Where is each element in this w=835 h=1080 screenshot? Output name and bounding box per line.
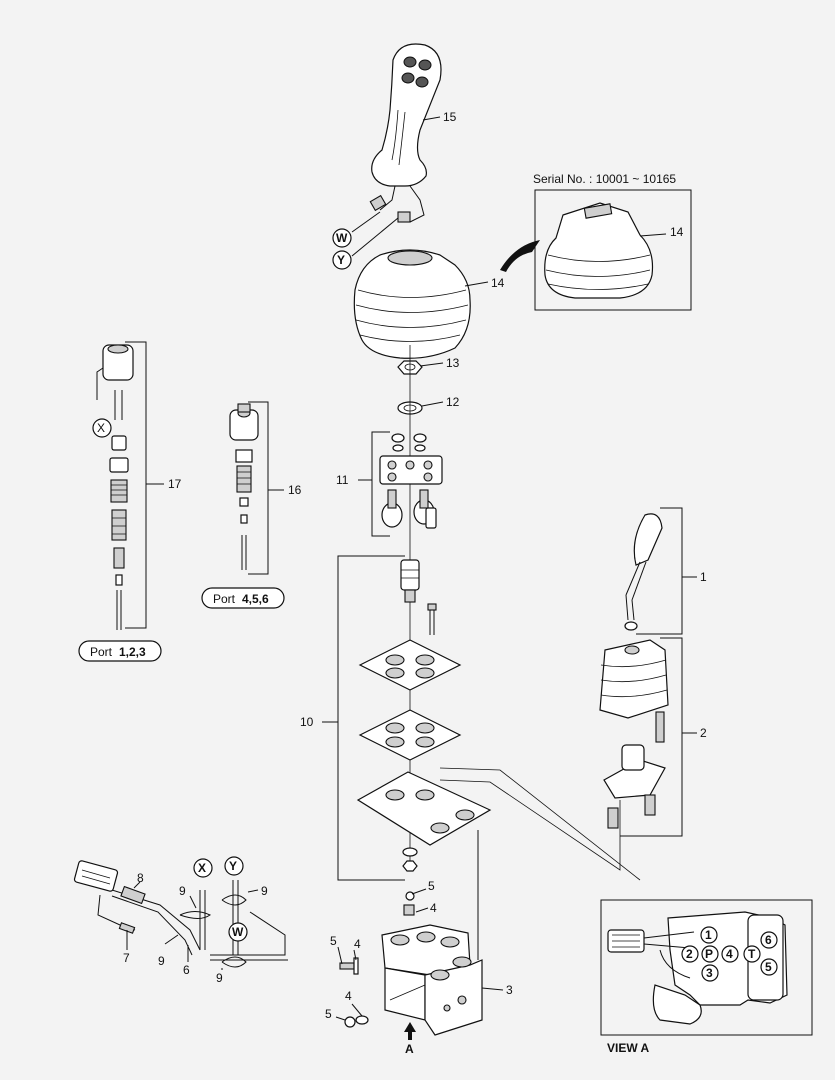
bolt-side bbox=[339, 957, 359, 975]
svg-text:W: W bbox=[336, 231, 348, 245]
callout-9-b: 9 bbox=[158, 954, 165, 968]
svg-text:Y: Y bbox=[229, 859, 237, 873]
svg-text:6: 6 bbox=[765, 933, 772, 947]
view-a-port-t: T bbox=[743, 945, 761, 963]
svg-text:1: 1 bbox=[705, 928, 712, 942]
joystick-handle bbox=[351, 43, 442, 257]
serial-inset-box bbox=[534, 189, 692, 311]
plate-middle bbox=[358, 709, 462, 761]
view-a-port-4: 4 bbox=[721, 945, 739, 963]
inset-boot-variant bbox=[544, 202, 654, 299]
svg-text:Port: Port bbox=[90, 645, 113, 659]
svg-text:W: W bbox=[232, 925, 244, 939]
view-a-port-3: 3 bbox=[701, 964, 719, 982]
view-a-port-6: 6 bbox=[760, 931, 778, 949]
serial-pointer-arrow bbox=[500, 240, 540, 272]
callout-6: 6 bbox=[183, 963, 190, 977]
callout-2: 2 bbox=[700, 726, 707, 740]
callout-14: 14 bbox=[491, 276, 505, 290]
callout-5-side: 5 bbox=[330, 934, 337, 948]
plate-top bbox=[358, 639, 462, 691]
view-a-drawing bbox=[607, 911, 788, 1025]
callout-9-d: 9 bbox=[216, 971, 223, 985]
wire-marker-x-left: X bbox=[92, 418, 112, 438]
wiring-harness bbox=[73, 860, 288, 968]
bolt-bottom bbox=[344, 1015, 369, 1028]
view-a-arrow: A bbox=[404, 1022, 416, 1056]
callout-13: 13 bbox=[446, 356, 460, 370]
callout-9-a: 9 bbox=[179, 884, 186, 898]
wire-marker-w-top: W bbox=[332, 228, 352, 248]
callout-4-top: 4 bbox=[430, 901, 437, 915]
lever-bracket bbox=[603, 711, 666, 829]
callout-4-bottom: 4 bbox=[345, 989, 352, 1003]
spool-assembly-16 bbox=[229, 403, 259, 570]
lever-boot bbox=[599, 639, 669, 719]
callout-9-c: 9 bbox=[261, 884, 268, 898]
long-bolt bbox=[427, 603, 437, 635]
svg-text:4: 4 bbox=[726, 947, 733, 961]
svg-text:3: 3 bbox=[706, 966, 713, 980]
callout-16: 16 bbox=[288, 483, 302, 497]
spool-pin bbox=[400, 559, 420, 603]
view-a-box bbox=[600, 899, 813, 1036]
svg-text:X: X bbox=[97, 421, 105, 435]
svg-text:Y: Y bbox=[337, 253, 345, 267]
valve-body bbox=[381, 924, 483, 1036]
callout-12: 12 bbox=[446, 395, 460, 409]
callout-1: 1 bbox=[700, 570, 707, 584]
svg-text:T: T bbox=[748, 947, 756, 961]
callout-5-bottom: 5 bbox=[325, 1007, 332, 1021]
view-a-title: VIEW A bbox=[607, 1041, 650, 1055]
callout-17: 17 bbox=[168, 477, 182, 491]
callout-10: 10 bbox=[300, 715, 314, 729]
rubber-boot bbox=[353, 249, 471, 359]
bolt-top bbox=[403, 891, 415, 916]
svg-text:Port: Port bbox=[213, 592, 236, 606]
svg-text:P: P bbox=[705, 947, 713, 961]
plate-assembly-11 bbox=[379, 433, 443, 529]
port-label-1-2-3: Port 1,2,3 bbox=[78, 640, 162, 662]
svg-text:1,2,3: 1,2,3 bbox=[119, 645, 146, 659]
callout-7: 7 bbox=[123, 951, 130, 965]
plate-bottom bbox=[356, 771, 492, 846]
svg-text:2: 2 bbox=[686, 947, 693, 961]
port-label-4-5-6: Port 4,5,6 bbox=[201, 587, 285, 609]
view-a-port-2: 2 bbox=[681, 945, 699, 963]
view-a-port-1: 1 bbox=[700, 926, 718, 944]
svg-text:4,5,6: 4,5,6 bbox=[242, 592, 269, 606]
svg-text:X: X bbox=[198, 861, 206, 875]
callout-14-inset: 14 bbox=[670, 225, 684, 239]
callout-8: 8 bbox=[137, 871, 144, 885]
spool-assembly-17 bbox=[96, 344, 134, 630]
callout-3: 3 bbox=[506, 983, 513, 997]
wire-marker-x-harness: X bbox=[193, 858, 213, 878]
svg-text:A: A bbox=[405, 1042, 414, 1056]
lever-handle bbox=[624, 513, 663, 631]
svg-text:5: 5 bbox=[765, 960, 772, 974]
view-a-port-p: P bbox=[701, 945, 719, 963]
callout-4-side: 4 bbox=[354, 937, 361, 951]
callout-5-top: 5 bbox=[428, 879, 435, 893]
callout-11: 11 bbox=[336, 473, 349, 487]
serial-number-note: Serial No. : 10001 ~ 10165 bbox=[533, 172, 676, 186]
wire-marker-y-harness: Y bbox=[224, 856, 244, 876]
view-a-port-5: 5 bbox=[760, 958, 778, 976]
callout-15: 15 bbox=[443, 110, 457, 124]
wire-marker-y-top: Y bbox=[332, 250, 352, 270]
wire-marker-w-harness: W bbox=[228, 922, 248, 942]
